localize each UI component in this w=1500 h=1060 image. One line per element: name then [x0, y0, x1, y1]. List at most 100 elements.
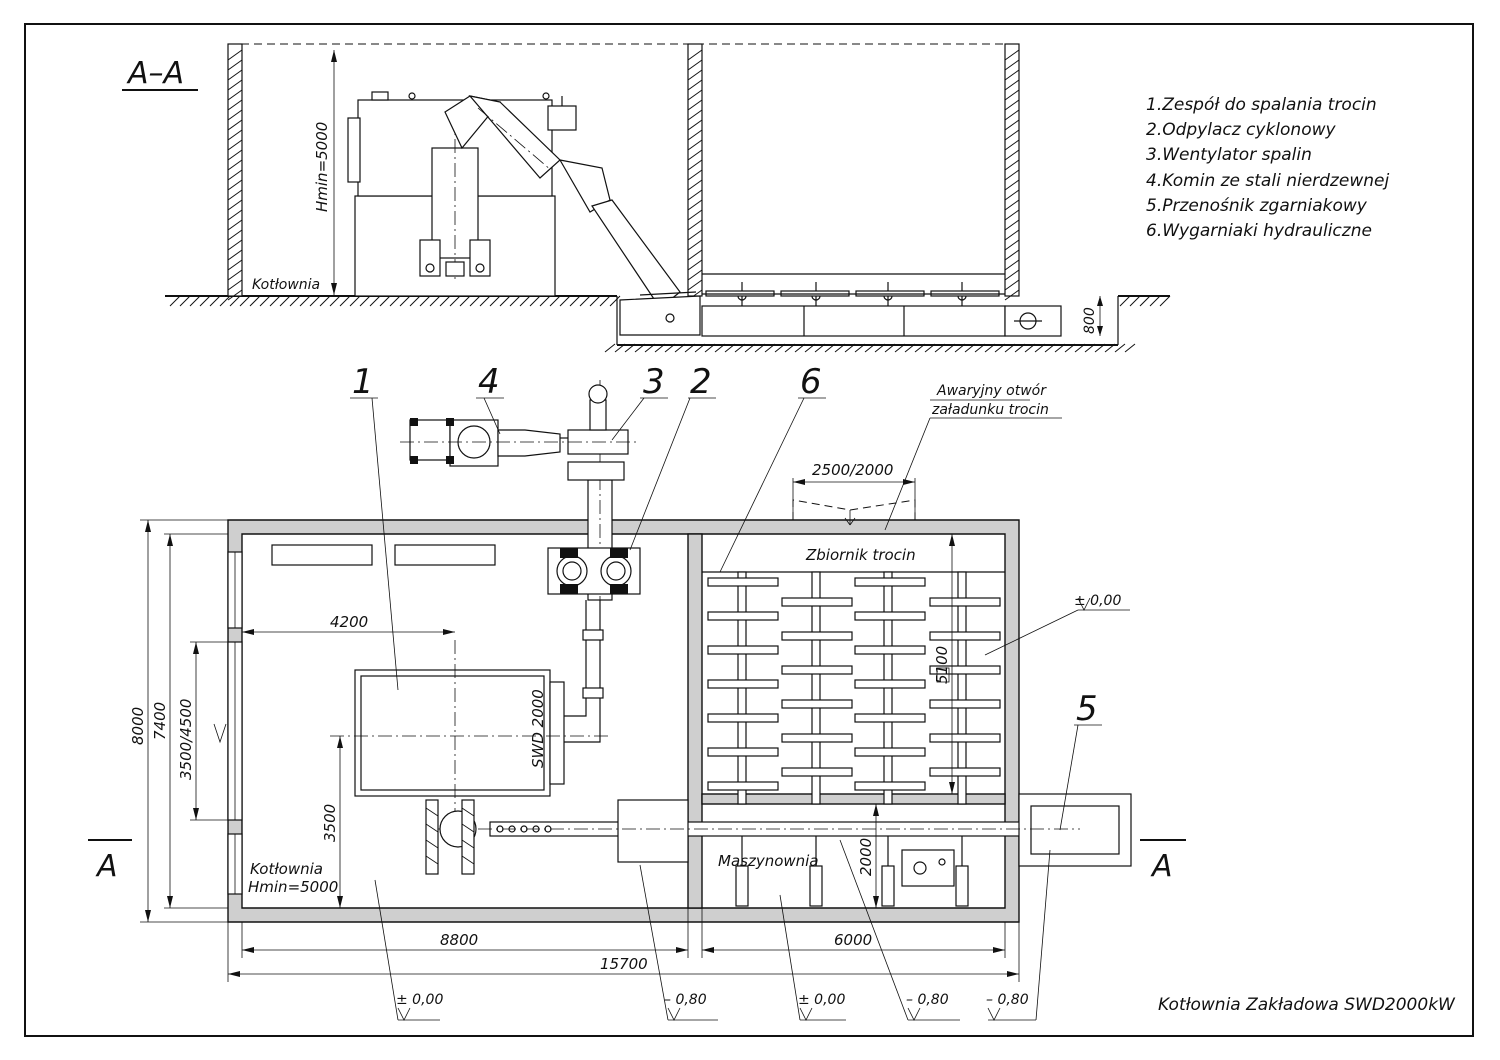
machine-room-label: Maszynownia [718, 852, 819, 870]
scraper-blade [781, 767, 853, 777]
hatch-line [1159, 295, 1171, 307]
hatch-line [714, 343, 726, 353]
scraper-blade [929, 631, 1001, 641]
scraper-rail [957, 571, 967, 805]
hatch-line [1149, 295, 1161, 307]
hatch-line [419, 295, 431, 307]
hatch-line [1114, 343, 1126, 353]
hatch-line [1104, 343, 1116, 353]
hatch-line [687, 59, 703, 71]
hatch-line [914, 343, 926, 353]
hatch-line [227, 269, 243, 281]
hatch-line [259, 295, 271, 307]
section-marker-right: A [1150, 849, 1173, 884]
hatch-line [687, 69, 703, 81]
hatch-line [239, 295, 251, 307]
section-height-label: Hmin=5000 [313, 122, 331, 212]
brace [425, 807, 439, 817]
hatch-line [1004, 239, 1020, 251]
hatch-line [569, 295, 581, 307]
hatch-line [1014, 343, 1026, 353]
scraper-blade [707, 679, 779, 689]
hatch-line [1004, 59, 1020, 71]
hydraulic-cylinder [735, 865, 749, 907]
dim-8800: 8800 [440, 931, 478, 949]
hatch-line [687, 199, 703, 211]
chain-link [544, 825, 552, 833]
hatch-line [754, 343, 766, 353]
hatch-line [189, 295, 201, 307]
hatch-line [704, 343, 716, 353]
hatch-line [864, 343, 876, 353]
hatch-line [1004, 209, 1020, 221]
hatch-line [227, 129, 243, 141]
hatch-line [309, 295, 321, 307]
hatch-line [1004, 279, 1020, 291]
hatch-line [469, 295, 481, 307]
hatch-line [1054, 343, 1066, 353]
scraper-blade [781, 631, 853, 641]
scraper-blade [781, 665, 853, 675]
hatch-line [1004, 259, 1020, 271]
scraper-blade [854, 679, 926, 689]
scraper-blade [707, 577, 779, 587]
callout-5: 5 [1076, 689, 1098, 729]
hatch-line [684, 343, 696, 353]
hatch-line [687, 249, 703, 261]
hatch-line [339, 295, 351, 307]
hatch-line [1024, 343, 1036, 353]
scraper-blade [929, 733, 1001, 743]
scraper-blade [854, 611, 926, 621]
hatch-line [389, 295, 401, 307]
hatch-line [994, 343, 1006, 353]
hatch-line [349, 295, 361, 307]
legend-item-2: 2.Odpylacz cyklonowy [1146, 120, 1337, 140]
hatch-line [289, 295, 301, 307]
section-title: A–A [126, 56, 184, 91]
hatch-line [1004, 269, 1020, 281]
hatch-line [179, 295, 191, 307]
hatch-line [687, 109, 703, 121]
hatch-line [489, 295, 501, 307]
dim-3500: 3500 [321, 804, 339, 842]
hatch-line [687, 79, 703, 91]
hatch-line [687, 169, 703, 181]
hatch-line [227, 79, 243, 91]
hatch-line [369, 295, 381, 307]
dim-2000: 2000 [857, 838, 875, 876]
feeder-leg [425, 799, 439, 875]
hatch-line [1004, 139, 1020, 151]
hatch-line [1034, 343, 1046, 353]
hatch-line [944, 343, 956, 353]
hatch-line [687, 99, 703, 111]
hatch-line [614, 343, 626, 353]
boiler-room-label: Kotłownia [250, 860, 323, 878]
hatch-line [1004, 129, 1020, 141]
section-marker-left: A [95, 849, 118, 884]
scraper-blade [707, 645, 779, 655]
level-pit-2: – 0,80 [906, 992, 949, 1008]
scraper-blade [707, 713, 779, 723]
hatch-line [624, 343, 636, 353]
hatch-line [904, 343, 916, 353]
hatch-line [1129, 295, 1141, 307]
hatch-line [1004, 109, 1020, 121]
scraper-blade [854, 645, 926, 655]
scraper-rows [707, 571, 1001, 907]
opening-dimension: 2500/2000 [812, 461, 893, 479]
hatch-line [227, 249, 243, 261]
hatch-line [199, 295, 211, 307]
hatch-line [549, 295, 561, 307]
callout-2: 2 [690, 362, 712, 402]
dim-6000: 6000 [834, 931, 872, 949]
hatch-line [449, 295, 461, 307]
hatch-line [1004, 249, 1020, 261]
hatch-line [1004, 289, 1020, 301]
hatch-line [687, 279, 703, 291]
hatch-line [1004, 79, 1020, 91]
emergency-opening-line1: Awaryjny otwór [936, 383, 1047, 399]
hatch-line [687, 49, 703, 61]
legend-item-6: 6.Wygarniaki hydrauliczne [1146, 221, 1372, 241]
silo-label: Zbiornik trocin [805, 546, 916, 564]
hatch-line [379, 295, 391, 307]
